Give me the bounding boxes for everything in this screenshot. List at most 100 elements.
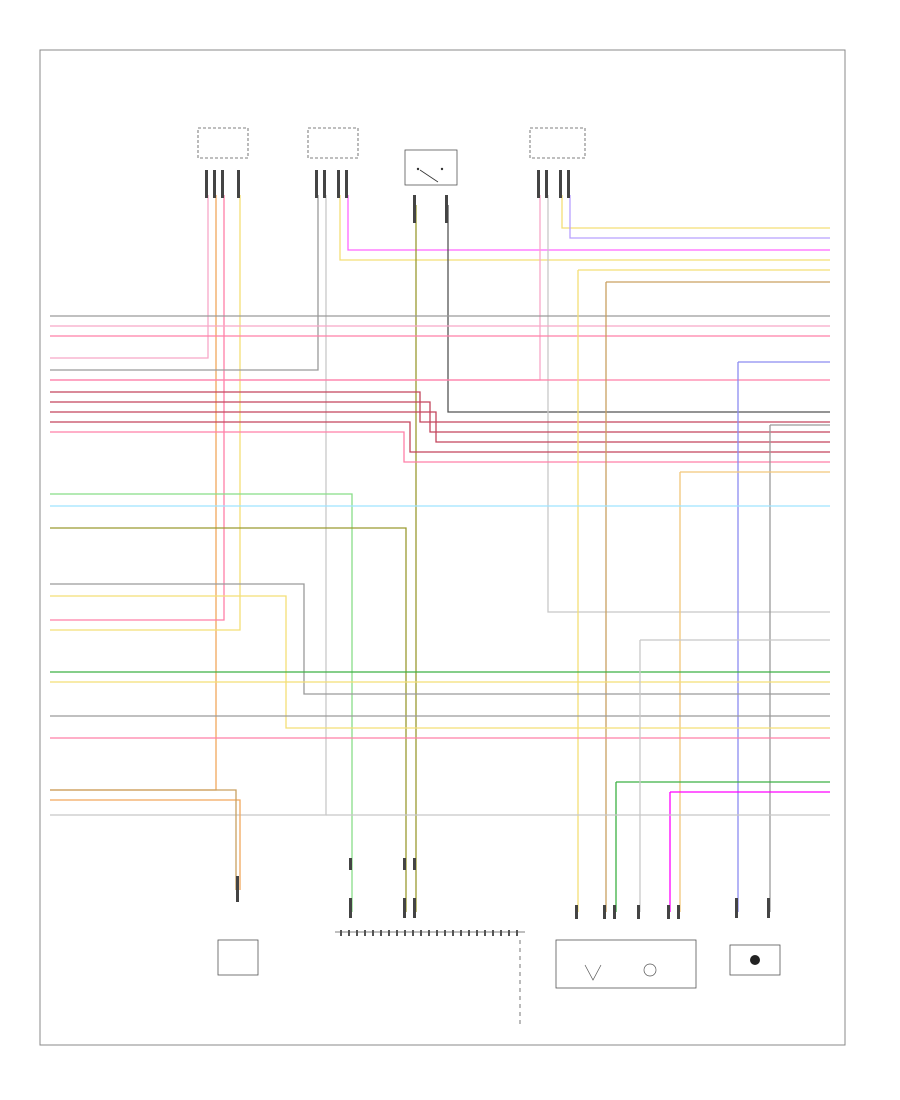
pin	[323, 170, 326, 198]
motor-symbol	[643, 963, 657, 977]
pin	[603, 905, 606, 919]
pin	[420, 930, 422, 936]
pin	[337, 170, 340, 198]
wire	[569, 195, 830, 239]
switch-terminal	[416, 167, 420, 171]
pin	[667, 905, 670, 919]
pin	[575, 905, 578, 919]
component-engine-control-module	[335, 930, 525, 1025]
sensor-body	[729, 944, 781, 976]
wire	[50, 431, 830, 463]
pin	[388, 930, 390, 936]
pin	[412, 930, 414, 936]
wire	[50, 799, 241, 890]
pin	[413, 195, 416, 223]
pin	[213, 170, 216, 198]
wire	[561, 195, 830, 229]
wire	[50, 789, 237, 890]
pin	[735, 898, 738, 918]
wire	[50, 527, 407, 912]
pin	[364, 930, 366, 936]
pin	[236, 876, 239, 902]
wire	[50, 195, 217, 791]
pin	[205, 170, 208, 198]
pin	[545, 170, 548, 198]
pin	[613, 905, 616, 919]
component-throttle-actuator	[555, 939, 697, 989]
wire	[50, 195, 327, 816]
sensor-body	[217, 939, 259, 976]
pin	[348, 930, 350, 936]
pin	[413, 898, 416, 918]
sensor-body	[197, 127, 249, 159]
component-transmission-speed-sensor	[217, 939, 259, 976]
wire	[347, 195, 830, 251]
component-oxygen-sensor-1	[197, 127, 249, 159]
pin	[403, 858, 406, 870]
pin	[767, 898, 770, 918]
sensor-element	[750, 955, 760, 965]
wire	[50, 493, 353, 912]
pin	[444, 930, 446, 936]
pin	[677, 905, 680, 919]
pin	[356, 930, 358, 936]
switch-contact	[419, 169, 439, 183]
ecm-pin-row	[340, 930, 518, 936]
pin	[345, 170, 348, 198]
pin	[380, 930, 382, 936]
switch-body	[404, 149, 458, 186]
pin	[237, 170, 240, 198]
wire	[447, 205, 830, 413]
pin	[567, 170, 570, 198]
switch-terminal	[440, 167, 444, 171]
pin	[484, 930, 486, 936]
wire	[50, 391, 830, 423]
motor-symbol	[584, 964, 602, 981]
component-vehicle-speed-sensor	[729, 944, 781, 976]
pin	[428, 930, 430, 936]
component-oxygen-sensor-3	[529, 127, 586, 159]
pin	[468, 930, 470, 936]
pin	[500, 930, 502, 936]
pin	[452, 930, 454, 936]
sensor-body	[307, 127, 359, 159]
pin	[537, 170, 540, 198]
pin	[372, 930, 374, 936]
wire	[50, 401, 830, 433]
wire	[547, 195, 830, 613]
pin	[559, 170, 562, 198]
actuator-body	[555, 939, 697, 989]
wire	[50, 195, 319, 371]
wire	[50, 195, 209, 359]
wire	[50, 421, 830, 453]
connector-pins	[205, 170, 770, 919]
pin	[349, 898, 352, 918]
pin	[460, 930, 462, 936]
wire	[50, 195, 241, 631]
pin	[436, 930, 438, 936]
sensor-body	[529, 127, 586, 159]
pin	[315, 170, 318, 198]
pin	[349, 858, 352, 870]
pin	[508, 930, 510, 936]
pin	[492, 930, 494, 936]
wire	[50, 195, 541, 381]
wire-layer	[50, 195, 830, 912]
wire	[50, 195, 225, 621]
pin	[637, 905, 640, 919]
pin	[476, 930, 478, 936]
pin	[221, 170, 224, 198]
wire	[339, 195, 830, 261]
pin	[445, 195, 448, 223]
component-oxygen-sensor-2	[307, 127, 359, 159]
pin	[413, 858, 416, 870]
wire	[50, 595, 830, 729]
wire	[50, 583, 830, 695]
component-park-neutral-switch	[404, 149, 458, 186]
pin	[403, 898, 406, 918]
pin	[340, 930, 342, 936]
pin	[404, 930, 406, 936]
diagram-border	[39, 49, 846, 1046]
pin	[516, 930, 518, 936]
